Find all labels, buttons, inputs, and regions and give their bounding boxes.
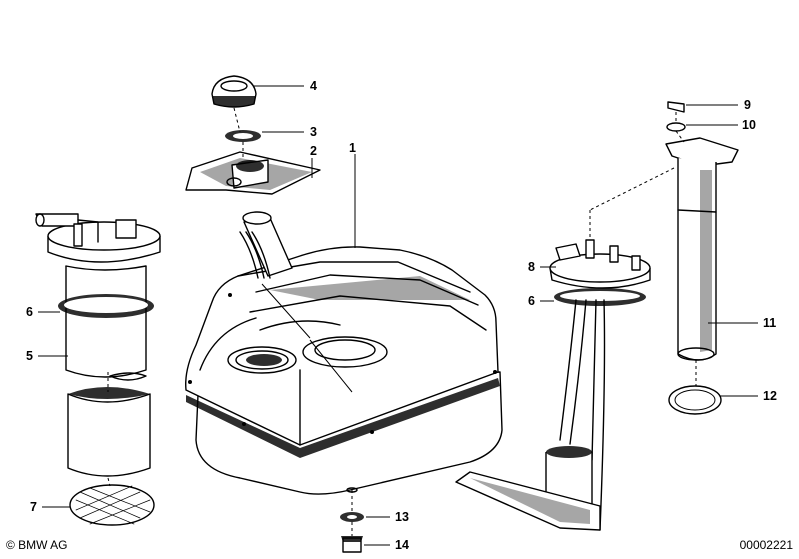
- copyright-label: © BMW AG: [6, 538, 68, 552]
- drain-plug[interactable]: [341, 536, 363, 553]
- callout-6-filter[interactable]: 6: [26, 305, 33, 319]
- callout-12[interactable]: 12: [763, 389, 777, 403]
- gasket-ring[interactable]: [225, 130, 261, 142]
- callout-8[interactable]: 8: [528, 260, 535, 274]
- callout-7[interactable]: 7: [30, 500, 37, 514]
- fuel-tank[interactable]: [185, 211, 503, 495]
- callout-6-pump[interactable]: 6: [528, 294, 535, 308]
- callout-9[interactable]: 9: [744, 98, 751, 112]
- callout-3[interactable]: 3: [310, 125, 317, 139]
- drain-washer[interactable]: [340, 512, 364, 522]
- diagram-number: 00002221: [739, 538, 793, 552]
- callout-13[interactable]: 13: [395, 510, 409, 524]
- callout-1[interactable]: 1: [349, 141, 356, 155]
- callout-11[interactable]: 11: [763, 316, 776, 330]
- fuel-pump-assembly[interactable]: [455, 239, 651, 531]
- callout-2[interactable]: 2: [310, 144, 317, 158]
- callout-numbers: 1 2 3 4 5 6 6 7 8 9 10 11 12 13 14: [26, 79, 777, 552]
- fuel-cap[interactable]: [211, 75, 257, 108]
- fuel-filter-canister[interactable]: [35, 213, 161, 526]
- callout-4[interactable]: 4: [310, 79, 317, 93]
- callout-14[interactable]: 14: [395, 538, 409, 552]
- callout-10[interactable]: 10: [742, 118, 756, 132]
- fuel-level-sender[interactable]: [665, 101, 739, 415]
- callout-5[interactable]: 5: [26, 349, 33, 363]
- filler-neck-plate[interactable]: [185, 151, 321, 195]
- leader-lines: [38, 85, 758, 546]
